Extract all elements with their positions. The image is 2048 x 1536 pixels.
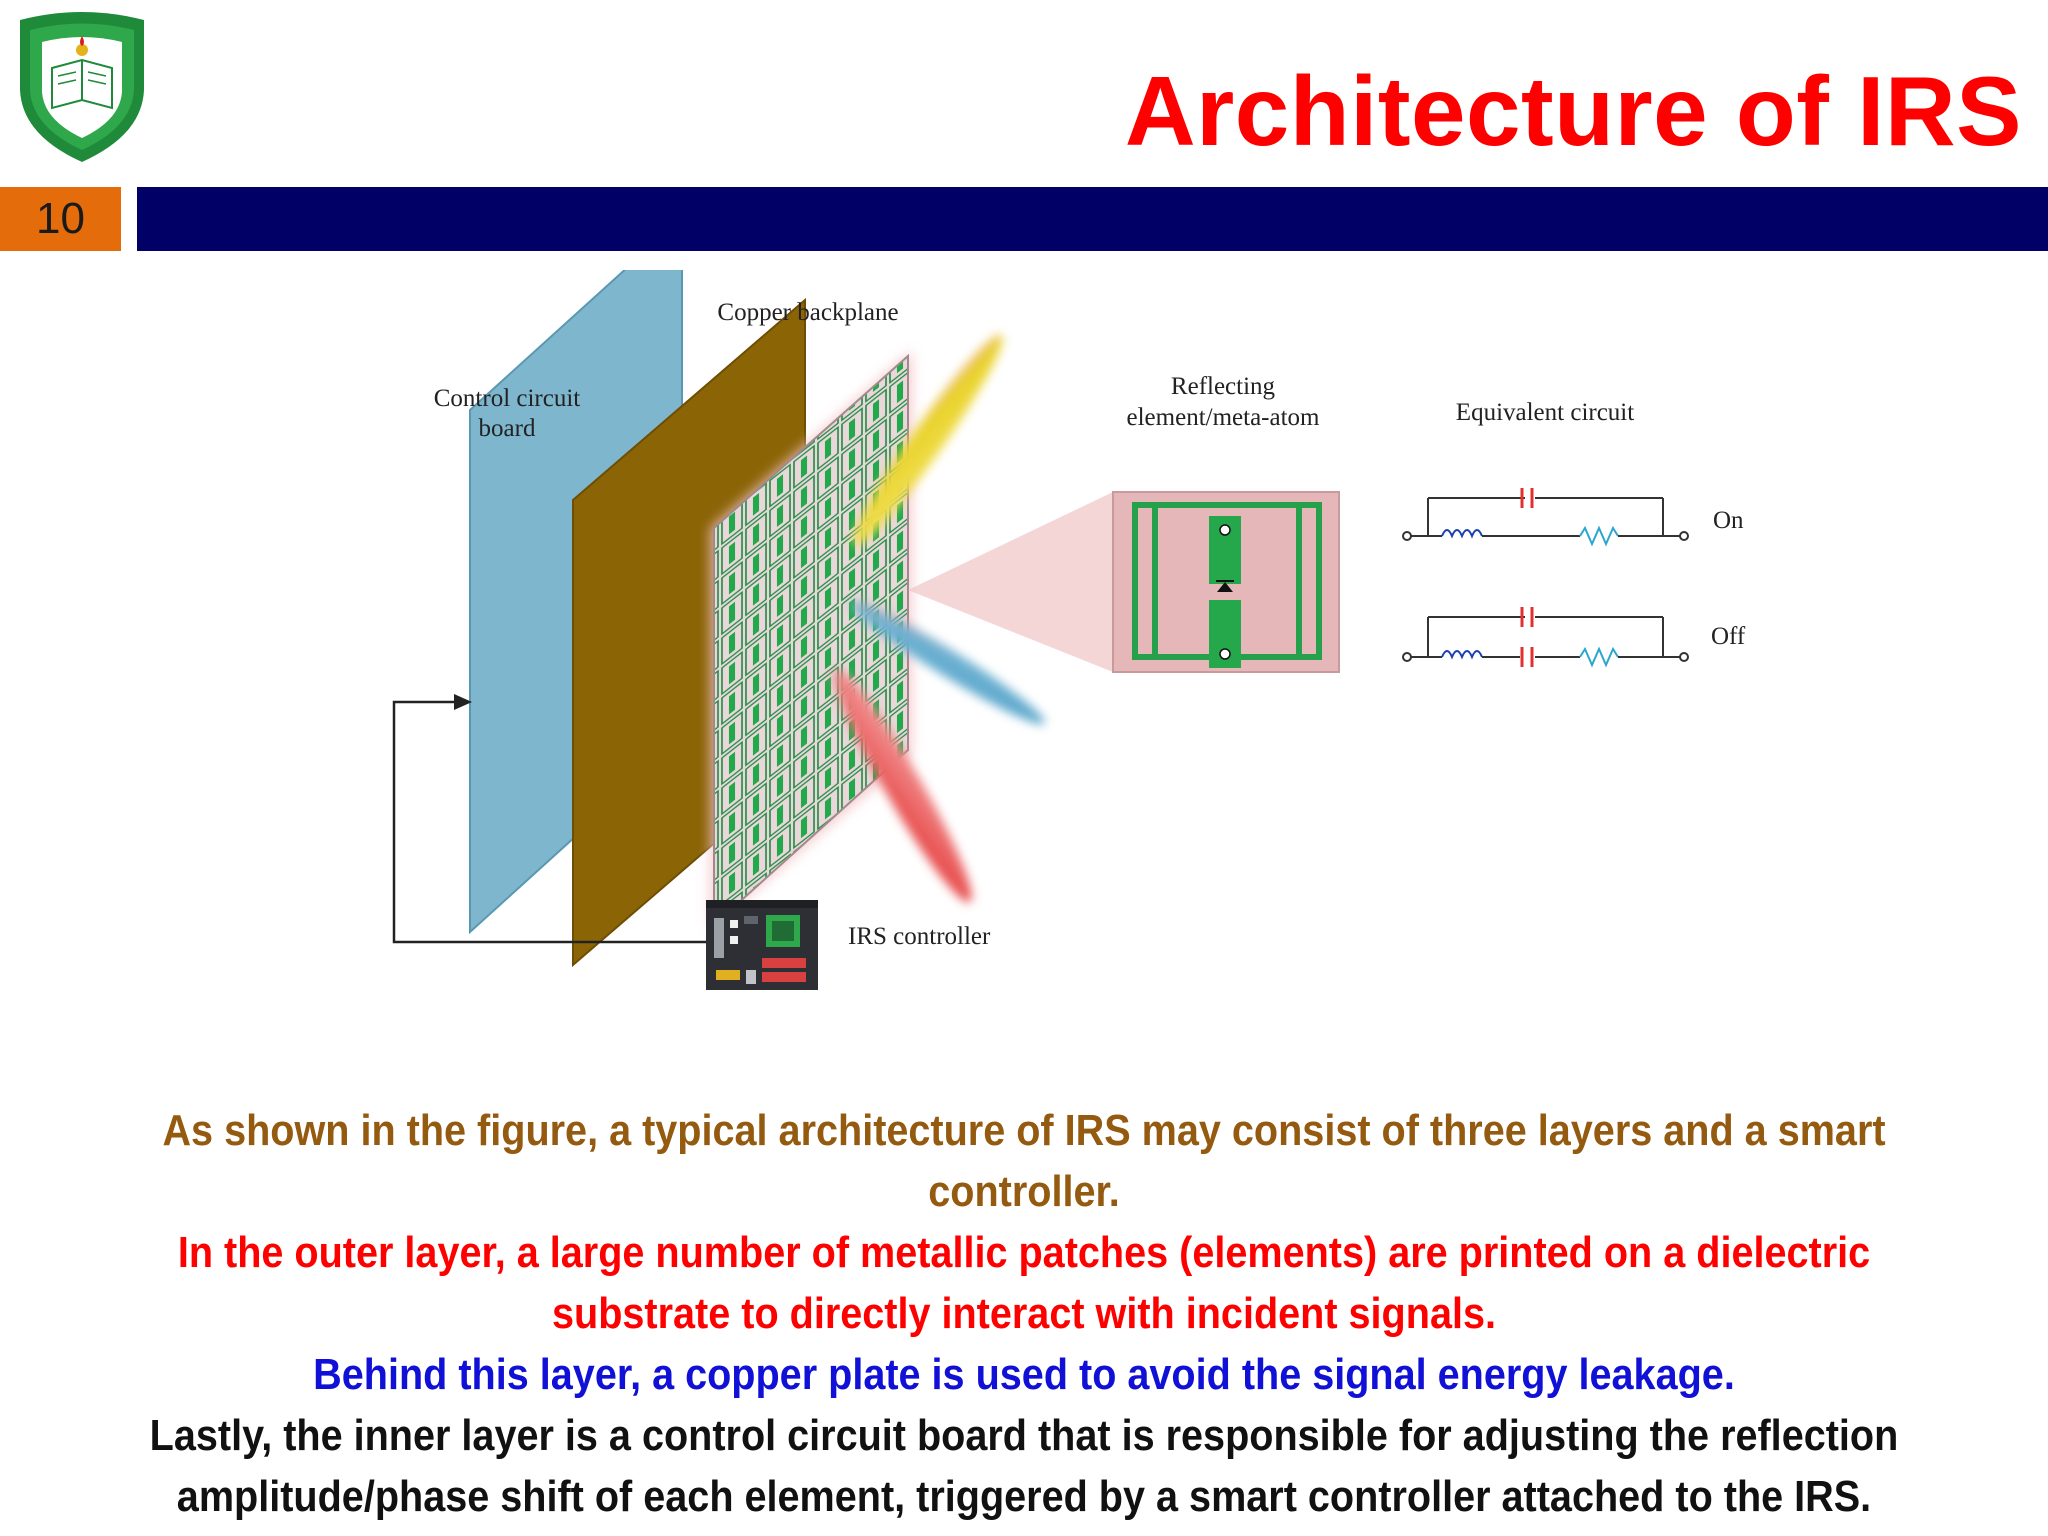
page-title: Architecture of IRS — [1124, 56, 2022, 166]
copper-backplane-label: Copper backplane — [717, 299, 898, 326]
reflecting-element-label-line1: Reflecting — [1171, 373, 1276, 400]
zoom-cone — [908, 492, 1113, 672]
state-on-label: On — [1713, 507, 1744, 534]
university-shield-logo-icon — [20, 12, 144, 162]
paragraph-inner-layer: Lastly, the inner layer is a control cir… — [149, 1411, 1899, 1521]
paragraph-copper-plate: Behind this layer, a copper plate is use… — [313, 1350, 1735, 1399]
header-bar — [137, 187, 2048, 251]
control-board-label-line2: board — [479, 415, 536, 442]
equivalent-circuit-off — [1402, 607, 1689, 668]
reflected-beam-blue — [851, 601, 1045, 725]
irs-architecture-diagram: On Off — [392, 270, 1746, 990]
equivalent-circuit-on — [1402, 488, 1689, 547]
reflecting-element-label-line2: element/meta-atom — [1127, 404, 1321, 431]
state-off-label: Off — [1711, 623, 1746, 650]
control-board-label-line1: Control circuit — [434, 385, 581, 412]
page-number-badge: 10 — [0, 187, 121, 251]
irs-controller-label: IRS controller — [848, 923, 991, 950]
reflected-beam-red — [834, 669, 972, 903]
equivalent-circuit-label: Equivalent circuit — [1456, 399, 1634, 426]
irs-controller-board — [706, 900, 818, 990]
metasurface-layer — [710, 350, 912, 930]
description-text: As shown in the figure, a typical archit… — [10, 1100, 2038, 1527]
control-signal-arrow — [392, 700, 706, 944]
meta-atom-zoom — [1112, 491, 1340, 673]
paragraph-three-layers: As shown in the figure, a typical archit… — [162, 1106, 1886, 1216]
paragraph-outer-layer: In the outer layer, a large number of me… — [177, 1228, 1871, 1338]
reflected-beam-yellow — [853, 334, 1003, 546]
